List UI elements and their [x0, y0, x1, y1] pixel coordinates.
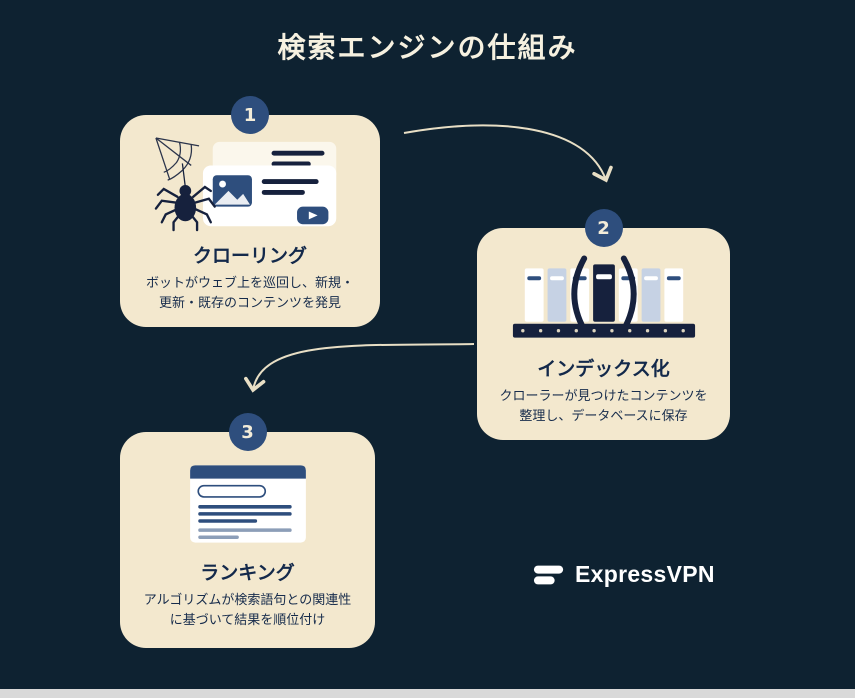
card-crawling: 1 [120, 96, 380, 327]
expressvpn-logo-icon [533, 565, 564, 584]
step1-number-badge: 1 [231, 96, 269, 134]
step2-number-badge: 2 [584, 209, 623, 247]
search-results-icon [189, 465, 306, 543]
card-crawling-title: クローリング [192, 245, 307, 267]
card-ranking-title: ランキング [200, 562, 295, 584]
ranking-illustration [120, 454, 375, 554]
bottom-strip [0, 689, 855, 698]
expressvpn-logo-text: ExpressVPN [575, 561, 715, 587]
card-ranking-description: アルゴリズムが検索語句との関連性に基づいて結果を順位付け [143, 593, 352, 629]
expressvpn-logo: ExpressVPN [533, 561, 715, 588]
page-title: 検索エンジンの仕組み [277, 31, 578, 64]
arrow-step2-to-step3 [244, 343, 475, 393]
card-indexing-description: クローラーが見つけたコンテンツを整理し、データベースに保存 [499, 389, 708, 425]
indexing-illustration [477, 250, 730, 350]
card-ranking: 3 ランキング アルゴリズムが検索語句との関連性に基づいて結果を順位付け [120, 413, 375, 648]
card-crawling-description: ボットがウェブ上を巡回し、新規・更新・既存のコンテンツを発見 [145, 276, 354, 312]
index-binders-icon [512, 255, 695, 338]
spider-webpages-icon [154, 137, 337, 232]
step3-number-badge: 3 [228, 413, 267, 451]
arrow-step1-to-step2 [403, 124, 613, 183]
card-indexing: 2 [477, 209, 730, 440]
crawling-illustration [120, 137, 380, 237]
card-indexing-title: インデックス化 [537, 358, 670, 380]
